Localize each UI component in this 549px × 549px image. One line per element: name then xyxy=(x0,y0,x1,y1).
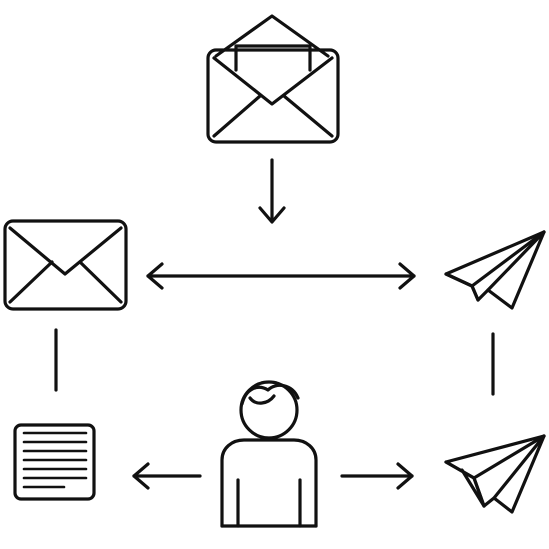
open-envelope-icon xyxy=(206,14,340,144)
document-lines-icon xyxy=(13,423,96,501)
arrow-left-connector xyxy=(132,462,202,490)
paper-plane-top-icon xyxy=(444,230,546,310)
double-arrow-connector xyxy=(146,262,416,290)
person-icon xyxy=(220,380,318,528)
arrow-right-connector xyxy=(340,462,414,490)
paper-plane-bottom-icon xyxy=(444,434,546,514)
closed-envelope-icon xyxy=(3,219,128,311)
arrow-down-connector xyxy=(258,158,286,224)
